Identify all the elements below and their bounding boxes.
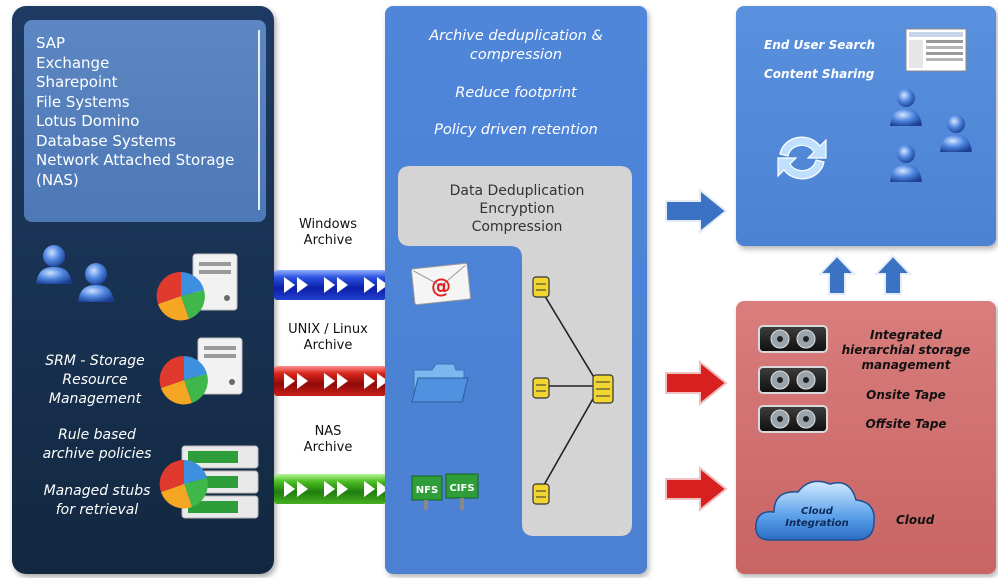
tape-drive-icon bbox=[758, 366, 828, 394]
tape-drive-icon bbox=[758, 405, 828, 433]
srm-caption: SRM - Storage Resource Management bbox=[30, 352, 160, 409]
email-icon: @ bbox=[411, 262, 472, 306]
application-sources-list: SAP Exchange Sharepoint File Systems Lot… bbox=[36, 34, 234, 190]
label-line: Archive bbox=[303, 440, 353, 455]
nas-archive-label: NAS Archive bbox=[273, 424, 383, 456]
source-item: Network Attached Storage bbox=[36, 151, 235, 169]
caption-line: for retrieval bbox=[55, 502, 139, 518]
users-icon bbox=[890, 89, 972, 182]
database-icon bbox=[532, 483, 550, 505]
database-icon bbox=[592, 374, 614, 404]
caption-line: Resource bbox=[62, 372, 128, 388]
caption-line: Managed stubs bbox=[43, 483, 151, 499]
database-icon bbox=[532, 276, 550, 298]
managed-stubs-caption: Managed stubs for retrieval bbox=[22, 482, 172, 520]
source-item: Lotus Domino bbox=[36, 112, 140, 130]
sources-divider bbox=[258, 30, 260, 210]
tape-drive-icon bbox=[758, 325, 828, 353]
pie-chart-icon bbox=[159, 459, 208, 509]
source-item: File Systems bbox=[36, 92, 130, 111]
onsite-tape-label: Onsite Tape bbox=[866, 388, 946, 402]
unix-linux-archive-pipe bbox=[274, 366, 386, 396]
label-line: Cloud bbox=[801, 506, 833, 517]
cifs-label: CIFS bbox=[449, 483, 474, 494]
dedup-line: Compression bbox=[471, 219, 563, 235]
label-line: Archive bbox=[303, 233, 353, 248]
end-user-search-label: End User Search bbox=[764, 38, 876, 52]
offsite-tape-label: Offsite Tape bbox=[865, 417, 947, 431]
caption-line: Archive deduplication & bbox=[429, 28, 603, 44]
caption-line: archive policies bbox=[42, 446, 152, 462]
application-sources-box bbox=[24, 20, 266, 222]
hsm-label: Integrated hierarchial storage managemen… bbox=[836, 328, 976, 373]
dedup-line: Data Deduplication bbox=[449, 183, 585, 199]
caption-line: Management bbox=[48, 391, 142, 407]
windows-archive-label: Windows Archive bbox=[273, 217, 383, 249]
arrow-right-icon bbox=[665, 188, 728, 234]
arrow-right-icon bbox=[665, 360, 728, 406]
sync-icon bbox=[777, 136, 827, 180]
document-thumbnail-icon bbox=[905, 28, 967, 72]
retention-caption: Policy driven retention bbox=[434, 122, 598, 138]
label-line: Archive bbox=[303, 338, 353, 353]
cloud-icon bbox=[755, 480, 875, 541]
content-sharing-label: Content Sharing bbox=[764, 67, 875, 81]
source-item: Sharepoint bbox=[36, 73, 118, 91]
caption-line: compression bbox=[469, 47, 563, 63]
users-icon bbox=[36, 245, 114, 302]
nas-archive-pipe bbox=[274, 474, 386, 504]
unix-linux-archive-label: UNIX / Linux Archive bbox=[273, 322, 383, 354]
label-line: Integrated bbox=[870, 328, 942, 342]
source-item: Exchange bbox=[36, 53, 110, 72]
arrow-right-icon bbox=[665, 466, 728, 512]
label-line: NAS bbox=[314, 424, 342, 439]
pie-chart-icon bbox=[159, 355, 208, 405]
arrow-up-icon bbox=[874, 254, 912, 295]
source-item: Database Systems bbox=[36, 131, 177, 150]
caption-line: SRM - Storage bbox=[45, 353, 145, 369]
label-line: hierarchial storage bbox=[841, 343, 971, 357]
dedup-functions-text: Data Deduplication Encryption Compressio… bbox=[408, 182, 626, 236]
label-line: Windows bbox=[298, 217, 358, 232]
pie-chart-icon bbox=[156, 271, 205, 321]
label-line: UNIX / Linux bbox=[288, 322, 368, 337]
source-item: (NAS) bbox=[36, 170, 79, 189]
reduce-footprint-caption: Reduce footprint bbox=[455, 85, 577, 101]
nfs-label: NFS bbox=[416, 485, 438, 496]
arrow-up-icon bbox=[818, 254, 856, 295]
database-icon bbox=[532, 377, 550, 399]
cloud-label: Cloud bbox=[896, 513, 935, 527]
dedup-line: Encryption bbox=[479, 201, 555, 217]
folder-icon bbox=[411, 363, 469, 403]
windows-archive-pipe bbox=[274, 270, 386, 300]
server-icon bbox=[197, 337, 243, 395]
dedup-compression-caption: Archive deduplication & compression bbox=[395, 27, 637, 65]
source-item: SAP bbox=[36, 34, 66, 52]
label-line: Integration bbox=[785, 518, 849, 529]
nfs-cifs-icon: NFS CIFS bbox=[411, 473, 479, 510]
email-at-symbol: @ bbox=[431, 274, 451, 298]
caption-line: Rule based bbox=[58, 427, 136, 443]
rule-based-caption: Rule based archive policies bbox=[22, 426, 172, 464]
dedup-engine-shape bbox=[398, 166, 632, 536]
cloud-integration-label: Cloud Integration bbox=[784, 506, 850, 530]
label-line: management bbox=[861, 358, 951, 372]
